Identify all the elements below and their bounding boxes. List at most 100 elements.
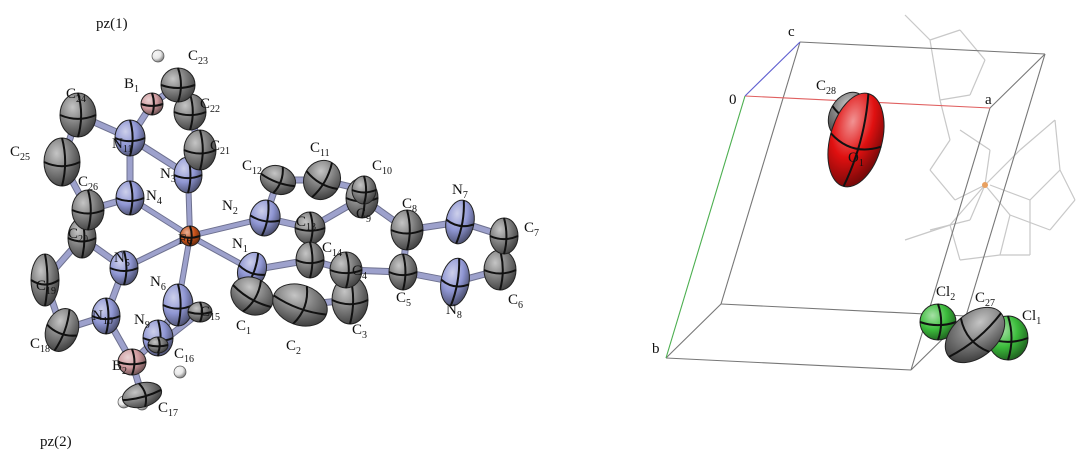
background-bond xyxy=(959,129,991,151)
atom-o1 xyxy=(827,92,885,188)
background-bond xyxy=(904,224,951,241)
atom-c2 xyxy=(272,283,328,327)
label-c15: C15 xyxy=(200,304,220,323)
label-c14: C14 xyxy=(322,240,342,259)
label-c20: C20 xyxy=(68,226,88,245)
label-c22: C22 xyxy=(200,96,220,115)
label-n4: N4 xyxy=(146,188,162,207)
label-b1: B1 xyxy=(124,76,139,95)
atom-c25 xyxy=(43,137,81,187)
atom-c24 xyxy=(59,92,97,138)
pz2-label: pz(2) xyxy=(40,434,72,450)
atom-c14 xyxy=(295,241,325,279)
background-bond xyxy=(969,184,986,221)
cell-edge xyxy=(665,303,722,359)
pz1-label: pz(1) xyxy=(96,16,128,32)
atom-c19 xyxy=(30,253,60,307)
label-c18: C18 xyxy=(30,336,50,355)
atom-n2 xyxy=(249,199,281,237)
label-n7: N7 xyxy=(452,182,468,201)
background-bond xyxy=(929,139,951,171)
atom-c6 xyxy=(483,249,517,291)
background-bond xyxy=(949,184,986,226)
axis-c-line xyxy=(744,41,801,97)
unit-cell xyxy=(665,41,1046,371)
atom-n10 xyxy=(91,297,121,335)
label-n1: N1 xyxy=(232,236,248,255)
label-c5: C5 xyxy=(396,290,411,309)
label-cl2: Cl2 xyxy=(936,284,955,303)
label-c8: C8 xyxy=(402,196,417,215)
label-c4: C4 xyxy=(352,263,367,282)
cell-edge xyxy=(799,41,1046,55)
axis-a-label: a xyxy=(985,92,992,108)
label-c27: C27 xyxy=(975,290,995,309)
background-bond xyxy=(999,214,1011,256)
hydrogen-atom xyxy=(151,49,165,63)
label-cl1: Cl1 xyxy=(1022,308,1041,327)
cell-edge xyxy=(989,53,1046,109)
background-bond xyxy=(939,99,951,141)
label-c19: C19 xyxy=(36,278,56,297)
atom-c7 xyxy=(489,217,519,255)
background-bond xyxy=(984,149,991,186)
label-n9: N9 xyxy=(134,312,150,331)
background-bond xyxy=(959,254,1001,261)
label-c17: C17 xyxy=(158,400,178,419)
atom-c4 xyxy=(329,251,363,289)
label-c7: C7 xyxy=(524,220,539,239)
atom-n6 xyxy=(162,283,194,327)
background-bond xyxy=(929,219,971,231)
atom-n11 xyxy=(114,119,146,157)
label-c28: C28 xyxy=(816,78,836,97)
background-bond xyxy=(939,94,971,101)
label-c23: C23 xyxy=(188,48,208,67)
label-c24: C24 xyxy=(66,86,86,105)
atom-c1 xyxy=(230,276,274,316)
atom-cl2 xyxy=(919,303,957,341)
atom-n7 xyxy=(445,199,475,245)
background-bond xyxy=(929,29,961,41)
atom-c21 xyxy=(183,129,217,171)
cell-edge xyxy=(665,357,912,371)
label-c9: C9 xyxy=(356,206,371,225)
label-n10: N10 xyxy=(92,308,113,327)
axis-c-label: c xyxy=(788,24,795,40)
atom-c18 xyxy=(44,308,80,352)
label-c26: C26 xyxy=(78,174,98,193)
label-c21: C21 xyxy=(210,138,230,157)
hydrogen-atom xyxy=(173,365,187,379)
background-bond xyxy=(929,39,941,101)
atom-n4 xyxy=(115,180,145,216)
atom-n5 xyxy=(109,250,139,286)
cell-edge xyxy=(720,41,801,305)
axis-b-label: b xyxy=(652,341,660,357)
label-n3: N3 xyxy=(160,166,176,185)
atom-c8 xyxy=(390,209,424,251)
atom-c15 xyxy=(187,301,213,323)
label-n5: N5 xyxy=(114,250,130,269)
label-c3: C3 xyxy=(352,322,367,341)
background-bond xyxy=(1019,119,1056,151)
cell-edge xyxy=(965,53,1046,317)
atom-c12 xyxy=(259,164,297,196)
axis-b-line xyxy=(665,95,746,359)
label-n11: N11 xyxy=(112,136,132,155)
label-n2: N2 xyxy=(222,198,238,217)
background-bond xyxy=(904,14,931,41)
background-metal xyxy=(982,182,988,188)
label-c11: C11 xyxy=(310,140,330,159)
background-bond xyxy=(1054,119,1061,171)
atom-c16 xyxy=(147,336,169,354)
solvent-atoms xyxy=(827,91,1029,364)
label-n8: N8 xyxy=(446,302,462,321)
atom-b1 xyxy=(140,92,164,116)
label-c6: C6 xyxy=(508,292,523,311)
label-b2: B2 xyxy=(112,358,127,377)
atom-fe xyxy=(179,225,201,247)
label-c2: C2 xyxy=(286,338,301,357)
label-o1: O1 xyxy=(848,150,864,169)
background-bond xyxy=(989,184,1031,201)
